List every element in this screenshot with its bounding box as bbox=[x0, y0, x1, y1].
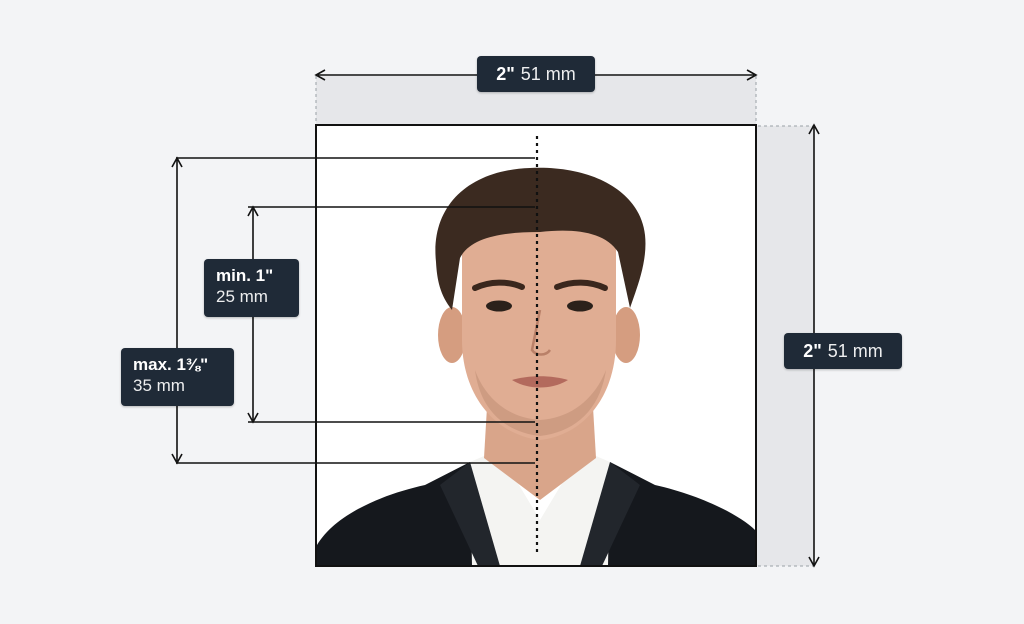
head-min-label-inches: min. 1" bbox=[216, 266, 274, 285]
mouth bbox=[512, 376, 568, 388]
ear-left bbox=[438, 307, 466, 363]
height-label-inches: 2" bbox=[803, 340, 822, 361]
beard-shadow bbox=[475, 370, 606, 436]
lapel-left bbox=[440, 462, 500, 566]
width-label: 2" 51 mm bbox=[477, 56, 595, 92]
nose bbox=[530, 309, 552, 356]
head-min-label-mm: 25 mm bbox=[216, 287, 268, 306]
height-label: 2" 51 mm bbox=[784, 333, 902, 369]
head-max-bracket bbox=[171, 156, 535, 465]
head-max-label-mm: 35 mm bbox=[133, 376, 185, 395]
portrait-figure bbox=[317, 167, 755, 566]
hair bbox=[435, 167, 646, 310]
eyebrow-left bbox=[472, 279, 525, 291]
width-label-mm: 51 mm bbox=[520, 63, 576, 84]
head-max-label: max. 1⅜" 35 mm bbox=[121, 348, 234, 406]
eye-left bbox=[486, 300, 512, 312]
height-label-mm: 51 mm bbox=[827, 340, 883, 361]
lapel-right bbox=[580, 462, 640, 566]
photo-border bbox=[315, 124, 757, 567]
head-min-label: min. 1" 25 mm bbox=[204, 259, 299, 317]
jacket bbox=[317, 462, 755, 566]
width-label-inches: 2" bbox=[496, 63, 515, 84]
eye-right bbox=[567, 300, 593, 312]
eyebrow-right bbox=[554, 279, 608, 291]
shirt bbox=[470, 450, 610, 566]
head-max-label-inches: max. 1⅜" bbox=[133, 355, 209, 374]
ear-right bbox=[612, 307, 640, 363]
